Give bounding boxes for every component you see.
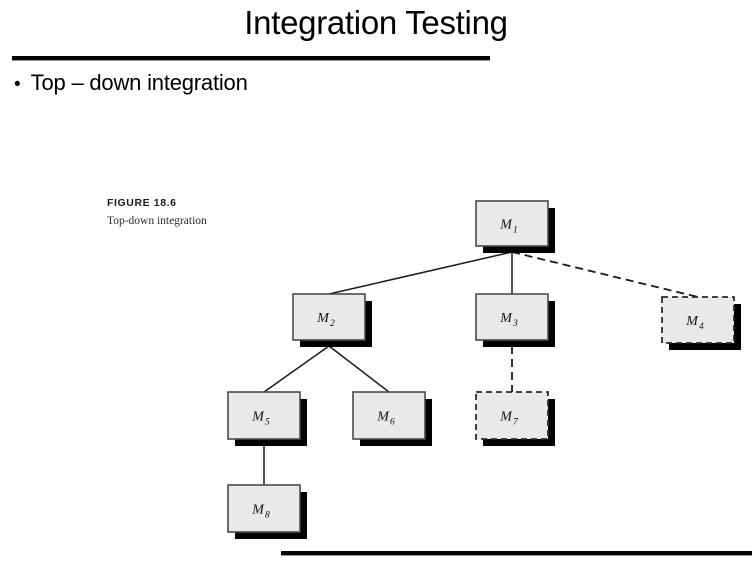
edge-m1-m4 bbox=[511, 251, 699, 298]
edge-m2-m6 bbox=[328, 345, 390, 393]
node-box[interactable] bbox=[352, 391, 426, 440]
edge-layer bbox=[263, 251, 699, 485]
node-m6[interactable]: M6 bbox=[352, 391, 432, 446]
bullet-item-label: Top – down integration bbox=[30, 70, 248, 95]
node-box[interactable] bbox=[661, 296, 735, 344]
bullet-list-item: • Top – down integration bbox=[14, 70, 248, 96]
node-box[interactable] bbox=[475, 200, 549, 247]
node-m5[interactable]: M5 bbox=[227, 391, 307, 446]
edge-m1-m2 bbox=[328, 251, 513, 295]
bottom-divider bbox=[281, 551, 752, 556]
node-box[interactable] bbox=[475, 391, 549, 440]
edge-m2-m5 bbox=[263, 345, 330, 393]
node-m7[interactable]: M7 bbox=[475, 391, 555, 446]
figure-number: FIGURE 18.6 bbox=[107, 197, 177, 209]
figure-caption: FIGURE 18.6 Top-down integration bbox=[107, 197, 227, 229]
node-m1[interactable]: M1 bbox=[475, 200, 555, 253]
node-box[interactable] bbox=[292, 293, 366, 341]
figure-description: Top-down integration bbox=[107, 215, 207, 227]
node-m3[interactable]: M3 bbox=[475, 293, 555, 347]
title-divider bbox=[12, 56, 490, 61]
node-box[interactable] bbox=[475, 293, 549, 341]
node-m8[interactable]: M8 bbox=[227, 484, 307, 539]
node-box[interactable] bbox=[227, 391, 301, 440]
node-box[interactable] bbox=[227, 484, 301, 533]
node-m2[interactable]: M2 bbox=[292, 293, 372, 347]
node-m4[interactable]: M4 bbox=[661, 296, 741, 350]
bullet-marker-icon: • bbox=[14, 74, 21, 95]
page-title: Integration Testing bbox=[244, 4, 508, 41]
